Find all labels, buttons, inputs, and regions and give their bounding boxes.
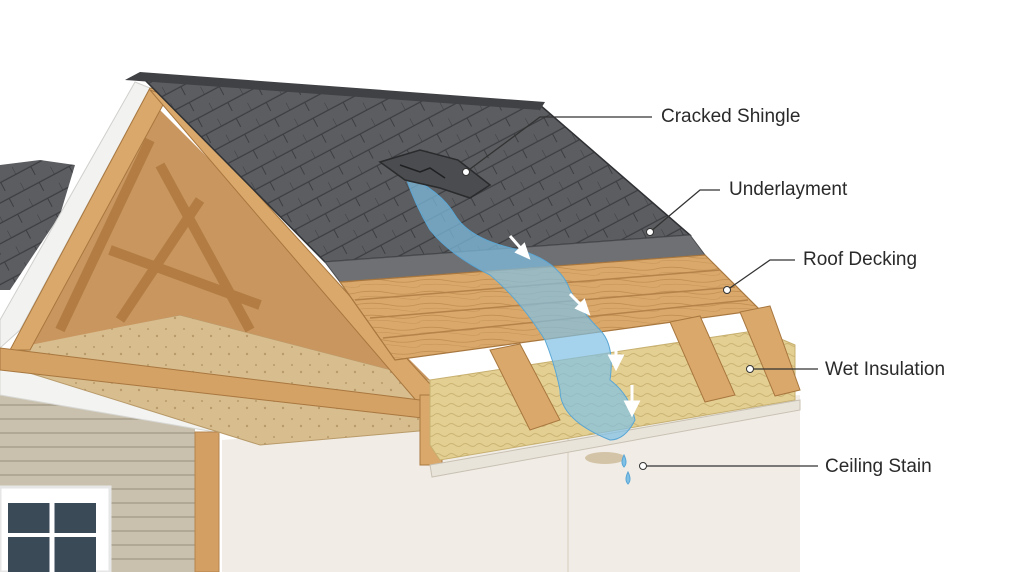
flow-arrows: [508, 235, 641, 418]
attic-rafters: [55, 137, 262, 333]
ridge-cap: [125, 72, 545, 110]
interior-wall: [222, 395, 800, 572]
ceiling-stain-mark: [585, 452, 625, 464]
water-drops: [621, 453, 631, 485]
background-roof: [0, 160, 75, 290]
ceiling-joists: [489, 305, 801, 431]
corner-trim: [194, 431, 220, 572]
rake-fascia: [0, 81, 151, 349]
cracked-shingle: [378, 149, 492, 199]
label-ceiling-stain: Ceiling Stain: [825, 456, 932, 477]
leader-lines: [465, 116, 818, 467]
leader-dots: [462, 168, 754, 470]
label-underlayment: Underlayment: [729, 179, 848, 200]
label-cracked-shingle: Cracked Shingle: [661, 106, 801, 127]
window: [0, 485, 112, 572]
label-wet-insulation: Wet Insulation: [825, 359, 946, 380]
label-roof-decking: Roof Decking: [803, 249, 918, 270]
